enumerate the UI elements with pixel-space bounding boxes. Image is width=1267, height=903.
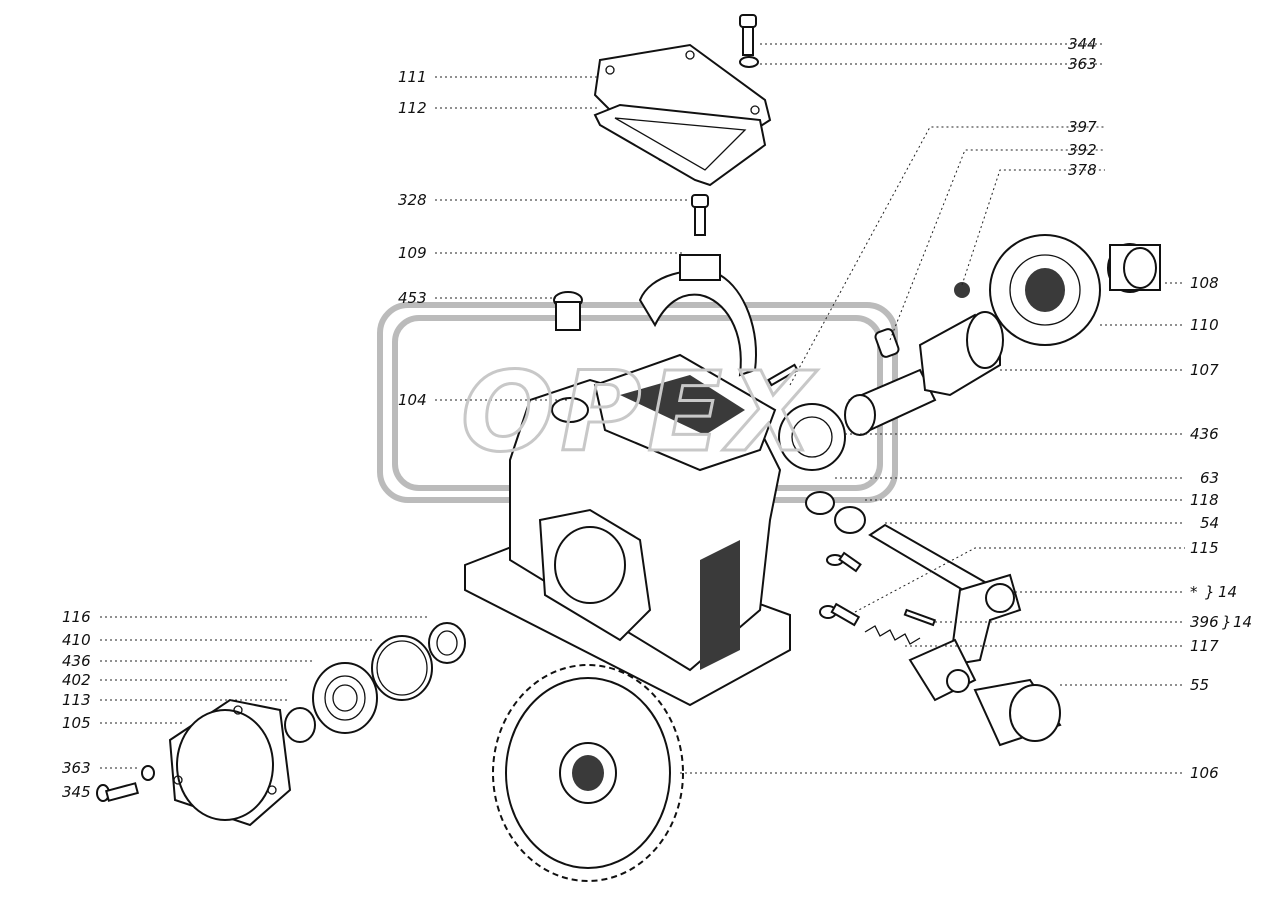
ring-63 [805, 491, 835, 515]
label-436-left: 436 [62, 652, 91, 670]
spring-117 [864, 625, 921, 645]
key-392 [874, 328, 900, 358]
label-378: 378 [1068, 161, 1097, 179]
label-436-right: 436 [1190, 425, 1219, 443]
screw-115 [826, 551, 862, 573]
label-117: 117 [1190, 637, 1219, 655]
snap-ring-410 [371, 635, 433, 701]
leader-lines [100, 43, 1185, 774]
pin-397 [767, 363, 799, 387]
label-110: 110 [1190, 316, 1219, 334]
label-392: 392 [1068, 141, 1097, 159]
snap-ring-402 [284, 707, 316, 743]
label-328: 328 [398, 191, 427, 209]
shift-fork-109 [638, 254, 757, 377]
arm-14 [908, 638, 977, 702]
pulley-110 [989, 234, 1101, 346]
labels-left: 111 112 328 109 453 104 116 410 436 402 … [62, 68, 427, 801]
label-410: 410 [62, 631, 91, 649]
housing-104 [464, 353, 791, 707]
label-363-left: 363 [62, 759, 91, 777]
bolt-328 [691, 194, 709, 236]
label-108: 108 [1190, 274, 1219, 292]
gasket-112 [593, 103, 767, 187]
bushing-118 [834, 506, 866, 534]
label-14-b: 14 [1233, 613, 1252, 631]
label-453: 453 [398, 289, 427, 307]
label-115: 115 [1190, 539, 1219, 557]
label-402: 402 [62, 671, 91, 689]
label-109: 109 [398, 244, 427, 262]
label-63: 63 [1200, 469, 1219, 487]
watermark-text: OPEX [461, 348, 819, 476]
label-344: 344 [1068, 35, 1097, 53]
lever-14 [868, 523, 1022, 667]
labels-right: 344 363 397 392 378 108 110 107 436 63 1… [1068, 35, 1252, 782]
label-106: 106 [1190, 764, 1219, 782]
label-105: 105 [62, 714, 91, 732]
label-111: 111 [398, 68, 427, 86]
label-113: 113 [62, 691, 91, 709]
label-363-right: 363 [1068, 55, 1097, 73]
bolt-lever [819, 602, 861, 627]
pin-396 [903, 608, 937, 627]
cap-55 [973, 678, 1062, 747]
label-116: 116 [62, 608, 91, 626]
shaft-107 [844, 311, 1004, 436]
label-54: 54 [1200, 514, 1219, 532]
label-104: 104 [398, 391, 427, 409]
bearing-436-left [312, 662, 378, 734]
washer-363-top [739, 56, 759, 68]
label-118: 118 [1190, 491, 1219, 509]
label-397: 397 [1068, 118, 1097, 136]
label-345: 345 [62, 783, 91, 801]
washer-363-left [141, 765, 155, 781]
bushing-116 [428, 622, 466, 664]
bearing-436-right [778, 403, 846, 471]
label-112: 112 [398, 99, 427, 117]
gear-106 [492, 664, 684, 882]
brace-1: } [1205, 583, 1215, 601]
coupling-108 [1107, 243, 1161, 293]
brace-2: } [1222, 613, 1232, 631]
plug-453 [553, 291, 583, 331]
label-107: 107 [1190, 361, 1219, 379]
ball-378 [954, 282, 970, 298]
label-14-a: 14 [1218, 583, 1237, 601]
bolt-345 [96, 782, 140, 802]
cap-105 [168, 698, 292, 827]
label-55: 55 [1190, 676, 1209, 694]
label-396: 396 [1190, 613, 1219, 631]
label-asterisk: * [1190, 583, 1198, 601]
bolt-344 [739, 14, 757, 56]
